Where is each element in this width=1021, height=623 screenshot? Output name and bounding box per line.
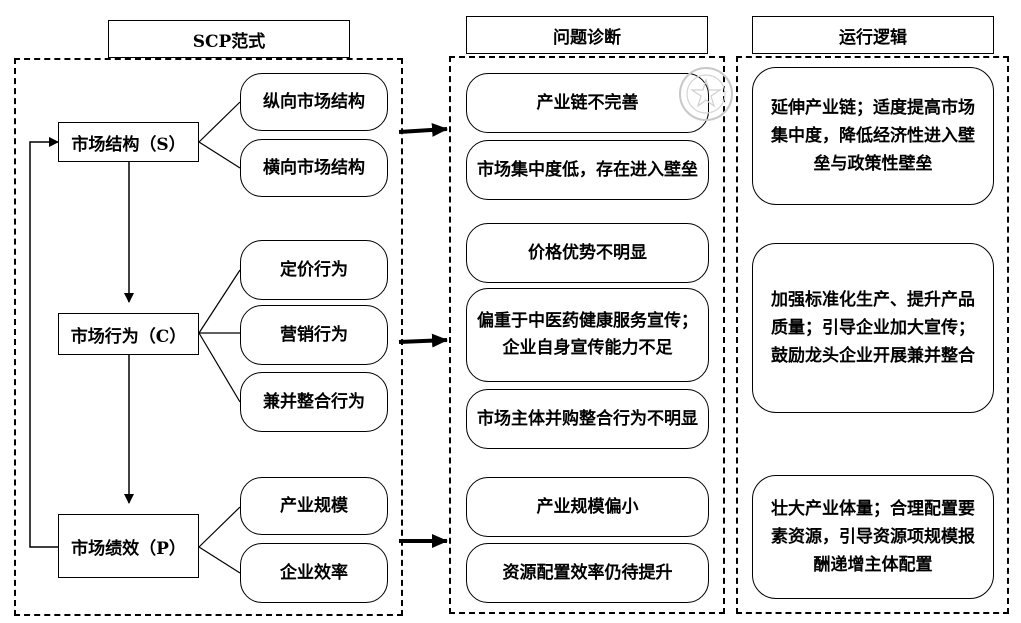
market-performance-box: 市场绩效（P） — [58, 514, 199, 578]
conduct-sub-marketing: 营销行为 — [240, 305, 388, 365]
market-conduct-box: 市场行为（C） — [58, 313, 199, 355]
watermark-seal-icon — [679, 67, 733, 121]
structure-sub-horizontal: 横向市场结构 — [240, 139, 388, 197]
diagnosis-frame — [449, 56, 725, 614]
diagnosis-concentration: 市场集中度低，存在进入壁垒 — [466, 140, 709, 200]
header-logic: 运行逻辑 — [752, 16, 994, 54]
diagnosis-efficiency: 资源配置效率仍待提升 — [466, 543, 709, 603]
logic-structure: 延伸产业链；适度提高市场集中度，降低经济性进入壁垒与政策性壁垒 — [752, 67, 994, 205]
performance-sub-scale: 产业规模 — [240, 477, 388, 535]
structure-sub-vertical: 纵向市场结构 — [240, 73, 388, 131]
conduct-sub-pricing: 定价行为 — [240, 240, 388, 300]
header-diagnosis: 问题诊断 — [466, 16, 708, 54]
diagnosis-chain: 产业链不完善 — [466, 73, 709, 133]
market-structure-box: 市场结构（S） — [58, 122, 199, 162]
diagnosis-price: 价格优势不明显 — [466, 223, 709, 283]
header-scp: SCP范式 — [108, 20, 350, 58]
diagnosis-scale: 产业规模偏小 — [466, 477, 709, 537]
conduct-sub-merger: 兼并整合行为 — [240, 372, 388, 432]
diagnosis-promotion: 偏重于中医药健康服务宣传；企业自身宣传能力不足 — [466, 288, 709, 382]
logic-conduct: 加强标准化生产、提升产品质量；引导企业加大宣传；鼓励龙头企业开展兼并整合 — [752, 243, 994, 413]
diagnosis-merger: 市场主体并购整合行为不明显 — [466, 389, 709, 449]
logic-frame — [736, 56, 1009, 614]
performance-sub-efficiency: 企业效率 — [240, 543, 388, 603]
logic-performance: 壮大产业体量；合理配置要素资源，引导资源项规模报酬递增主体配置 — [752, 475, 994, 599]
scp-frame — [14, 58, 403, 616]
